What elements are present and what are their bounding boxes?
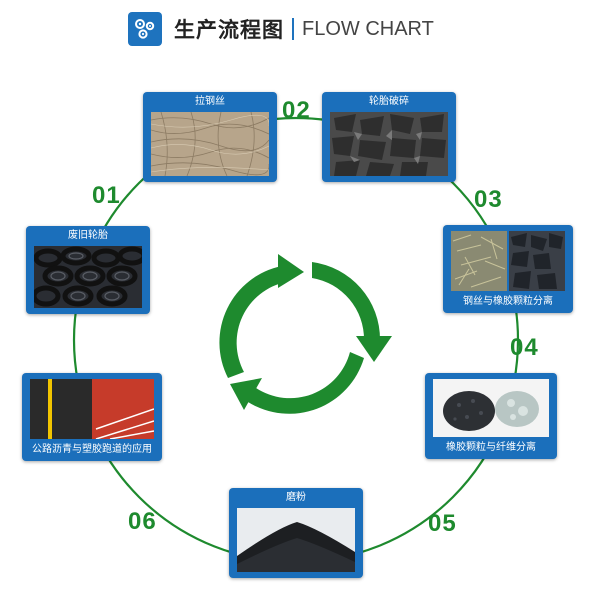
step-card-03: 轮胎破碎 — [322, 92, 456, 182]
step-card-01: 废旧轮胎 — [26, 226, 150, 314]
step-number-01: 01 — [92, 182, 121, 209]
steel-wire-image — [151, 112, 269, 176]
step-card-application: 公路沥青与塑胶跑道的应用 — [22, 373, 162, 461]
step-card-05: 橡胶颗粒与纤维分离 — [425, 373, 557, 459]
step-number-03: 03 — [474, 186, 503, 213]
asphalt-and-track-image — [30, 379, 154, 439]
tires-pile-image — [34, 246, 142, 308]
title-divider — [292, 18, 294, 40]
gears-icon — [128, 12, 162, 46]
page-title: 生产流程图 — [174, 18, 284, 42]
wire-rubber-separation-image — [451, 231, 565, 291]
step-card-02: 拉钢丝 — [143, 92, 277, 182]
step-label: 橡胶颗粒与纤维分离 — [446, 442, 536, 453]
shredded-tires-image — [330, 112, 448, 176]
step-number-02: 02 — [282, 97, 311, 124]
step-label: 钢丝与橡胶颗粒分离 — [463, 296, 553, 307]
header: 生产流程图 FLOW CHART — [128, 12, 434, 46]
step-card-06: 磨粉 — [229, 488, 363, 578]
step-label: 废旧轮胎 — [68, 230, 108, 241]
step-label: 轮胎破碎 — [369, 96, 409, 107]
step-number-04: 04 — [510, 334, 539, 361]
rubber-powder-image — [237, 508, 355, 572]
page-subtitle: FLOW CHART — [302, 17, 434, 40]
step-number-05: 05 — [428, 510, 457, 537]
step-label: 磨粉 — [286, 492, 306, 503]
step-label: 拉钢丝 — [195, 96, 225, 107]
rubber-fiber-separation-image — [433, 379, 549, 437]
step-card-04: 钢丝与橡胶颗粒分离 — [443, 225, 573, 313]
step-number-06: 06 — [128, 508, 157, 535]
step-label: 公路沥青与塑胶跑道的应用 — [32, 444, 152, 455]
